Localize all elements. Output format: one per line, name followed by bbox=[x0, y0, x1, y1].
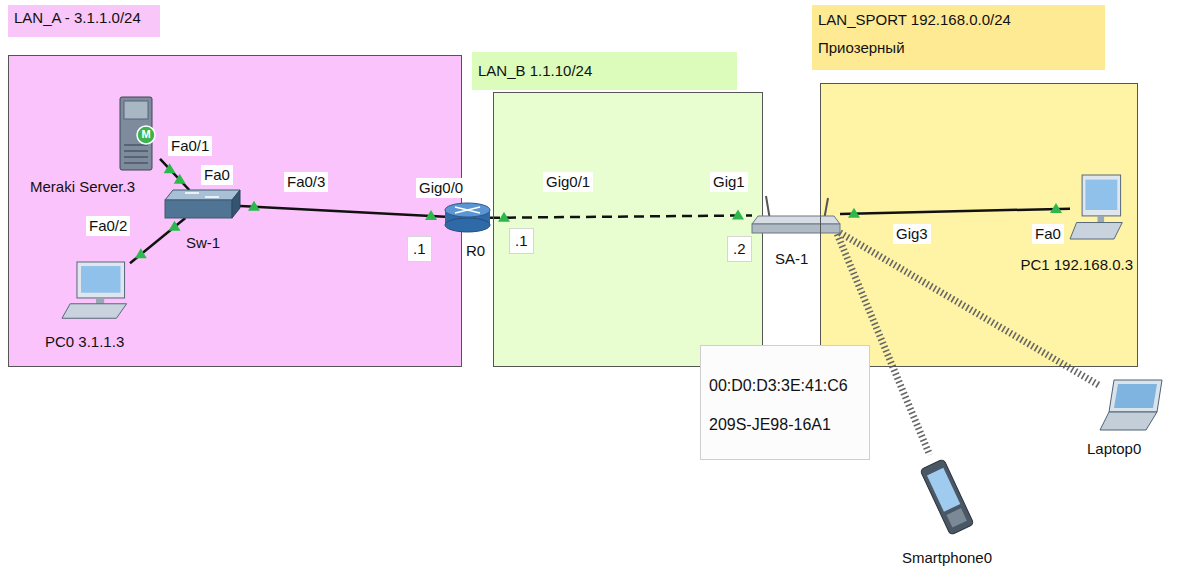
device-name: Sw-1 bbox=[186, 234, 220, 252]
region-fill bbox=[8, 55, 462, 367]
network-device: SA-1 bbox=[752, 196, 840, 234]
wrouter-front bbox=[752, 224, 840, 233]
device-icon bbox=[62, 262, 130, 320]
network-device: PC0 3.1.1.3 bbox=[62, 262, 130, 320]
network-zone: Meraki Server.3Sw-1PC0 3.1.1.3LAN_A - 3.… bbox=[8, 55, 462, 367]
switch-side bbox=[232, 190, 240, 218]
router-arrows bbox=[455, 207, 480, 213]
switch-arrows bbox=[185, 193, 219, 197]
link-status-light bbox=[498, 212, 510, 222]
zone-heading: LAN_B 1.1.10/24 bbox=[478, 62, 731, 80]
address-label: .1 bbox=[509, 228, 534, 254]
region-fill bbox=[820, 83, 1138, 367]
address-label: .2 bbox=[727, 236, 752, 262]
device-name: Laptop0 bbox=[1087, 440, 1141, 458]
phone-body bbox=[920, 459, 974, 535]
port-label: Fa0/2 bbox=[86, 216, 130, 236]
pc-monitor bbox=[1082, 175, 1121, 216]
network-device: Sw-1 bbox=[165, 190, 240, 218]
port-label: Fa0/1 bbox=[168, 136, 212, 156]
zone-heading-panel: LAN_A - 3.1.1.0/24 bbox=[8, 5, 160, 37]
port-label: Gig3 bbox=[893, 224, 931, 244]
link-status-light bbox=[1050, 203, 1062, 213]
device-name: R0 bbox=[466, 242, 485, 260]
pc-screen bbox=[1085, 180, 1117, 210]
pc-monitor bbox=[77, 262, 125, 298]
device-name: Smartphone0 bbox=[902, 549, 992, 567]
server-slot bbox=[124, 156, 148, 158]
phone-screen bbox=[927, 468, 960, 512]
laptop-base bbox=[1100, 412, 1157, 430]
server-body bbox=[120, 97, 152, 170]
port-label: Gig0/0 bbox=[416, 178, 466, 198]
pc-keyboard bbox=[1070, 223, 1122, 239]
link-status-light bbox=[848, 208, 860, 218]
address-label: .1 bbox=[407, 236, 432, 262]
device-icon bbox=[752, 196, 840, 234]
wrouter-top bbox=[752, 216, 840, 224]
device-icon bbox=[112, 95, 160, 172]
network-zone: PC1 192.168.0.3LAN_SPORT 192.168.0.0/24П… bbox=[820, 83, 1138, 367]
server-slot bbox=[124, 150, 148, 152]
device-icon bbox=[1070, 175, 1125, 241]
device-icon bbox=[920, 455, 975, 540]
device-name: PC1 192.168.0.3 bbox=[1020, 256, 1133, 274]
link-status-light bbox=[164, 163, 176, 173]
zone-heading: Приозерный bbox=[818, 39, 1099, 57]
link-status-light bbox=[732, 210, 744, 220]
port-label: Gig0/1 bbox=[543, 172, 593, 192]
wireless-link bbox=[840, 233, 1100, 386]
network-device: Laptop0 bbox=[1100, 378, 1165, 432]
network-device: R0 bbox=[445, 203, 490, 233]
zone-heading: LAN_A - 3.1.1.0/24 bbox=[14, 9, 154, 27]
switch-top bbox=[165, 190, 240, 200]
switch-front bbox=[165, 200, 232, 218]
server-panel bbox=[124, 101, 148, 119]
network-device: Meraki Server.3 bbox=[112, 95, 160, 172]
tooltip-line: 209S-JE98-16A1 bbox=[709, 415, 861, 434]
port-label: Gig1 bbox=[710, 172, 748, 192]
port-label: Fa0 bbox=[1032, 224, 1064, 244]
device-icon bbox=[445, 203, 490, 233]
laptop-screen bbox=[1114, 384, 1157, 408]
pc-keyboard bbox=[62, 304, 127, 319]
zone-heading: LAN_SPORT 192.168.0.0/24 bbox=[818, 11, 1099, 29]
router-base bbox=[445, 218, 490, 232]
crossover-link bbox=[490, 215, 752, 217]
info-tooltip: 00:D0:D3:3E:41:C6 209S-JE98-16A1 bbox=[700, 345, 870, 460]
pc-stand bbox=[96, 298, 104, 304]
port-label: Fa0 bbox=[201, 165, 233, 185]
network-device: Smartphone0 bbox=[920, 455, 975, 540]
link-status-light bbox=[135, 248, 147, 258]
server-slot bbox=[124, 162, 148, 164]
device-icon bbox=[165, 190, 240, 218]
cable-link bbox=[160, 159, 189, 190]
cable-link bbox=[240, 206, 445, 217]
link-status-light bbox=[425, 210, 437, 220]
zone-heading-panel: LAN_SPORT 192.168.0.0/24Приозерный bbox=[812, 5, 1105, 70]
port-label: Fa0/3 bbox=[284, 172, 328, 192]
laptop-lid bbox=[1109, 380, 1162, 412]
network-device: PC1 192.168.0.3 bbox=[1070, 175, 1125, 241]
cable-link bbox=[840, 209, 1070, 214]
meraki-badge bbox=[137, 126, 155, 144]
pc-screen bbox=[81, 266, 120, 293]
link-status-light bbox=[169, 221, 181, 231]
phone-group bbox=[920, 459, 974, 535]
pc-stand bbox=[1098, 216, 1105, 223]
link-status-light bbox=[248, 201, 260, 211]
badge-letter: M bbox=[141, 128, 150, 141]
cable-link bbox=[130, 218, 185, 263]
router-top bbox=[445, 203, 490, 217]
phone-keypad bbox=[947, 508, 967, 527]
zone-heading-panel: LAN_B 1.1.10/24 bbox=[472, 52, 737, 90]
device-name: PC0 3.1.1.3 bbox=[45, 333, 124, 351]
region-fill bbox=[493, 92, 763, 367]
device-icon bbox=[1100, 378, 1165, 432]
device-name: Meraki Server.3 bbox=[30, 178, 135, 196]
tooltip-line: 00:D0:D3:3E:41:C6 bbox=[709, 376, 861, 395]
link-status-light bbox=[174, 174, 186, 184]
device-name: SA-1 bbox=[775, 250, 808, 268]
